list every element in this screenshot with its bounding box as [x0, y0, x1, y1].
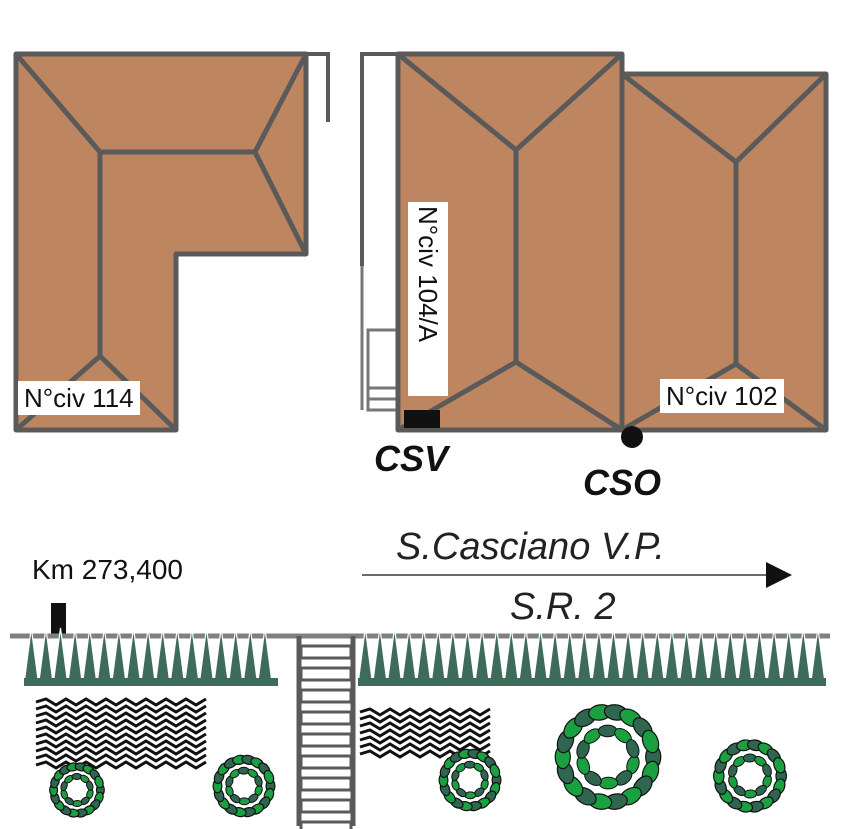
- shrub: [438, 748, 502, 812]
- building-102-roof: [619, 71, 829, 433]
- csv-label: CSV: [374, 438, 449, 479]
- hatched-right-stroke: [359, 728, 491, 738]
- hatched-right-stroke: [359, 735, 491, 745]
- hatched-left-stroke: [35, 760, 207, 770]
- shrubs: [49, 704, 788, 818]
- building-114-roof: [13, 51, 309, 433]
- side-steps: [360, 266, 400, 412]
- hatched-vegetation-left: [35, 697, 207, 770]
- shrub: [49, 762, 105, 818]
- hatched-left-stroke: [35, 711, 207, 721]
- hatched-left-stroke: [35, 746, 207, 756]
- label-civ-102: N°civ 102: [660, 379, 784, 413]
- hatched-left-stroke: [35, 697, 207, 707]
- destination-label: S.Casciano V.P.: [396, 526, 665, 568]
- csv-marker: [404, 410, 440, 428]
- hatched-right-stroke: [359, 714, 491, 724]
- shrub: [554, 704, 662, 810]
- hedge-left: [23, 627, 278, 686]
- driveway-rung: [299, 688, 353, 704]
- hatched-left-stroke: [35, 725, 207, 735]
- gutter-pipe: [306, 52, 330, 122]
- hatched-left-stroke: [35, 718, 207, 728]
- driveway-rung: [299, 798, 353, 814]
- shrub: [212, 754, 276, 818]
- direction-arrow-head: [766, 562, 792, 588]
- label-civ-104a: N°civ 104/A: [408, 202, 448, 396]
- driveway-rungs: [299, 644, 353, 829]
- driveway-rung: [299, 644, 353, 660]
- driveway-rung: [299, 820, 353, 829]
- km-label: Km 273,400: [32, 554, 183, 585]
- driveway-rung: [299, 754, 353, 770]
- hatched-right-stroke: [359, 707, 491, 717]
- hatched-right-stroke: [359, 721, 491, 731]
- shrub: [712, 739, 788, 813]
- km-post: [51, 603, 66, 636]
- label-civ-114: N°civ 114: [18, 381, 140, 415]
- driveway-rung: [299, 710, 353, 726]
- hatched-left-stroke: [35, 739, 207, 749]
- hedge-right-base: [358, 678, 826, 686]
- driveway-rung: [299, 666, 353, 682]
- driveway-rung: [299, 776, 353, 792]
- hedge-right: [357, 627, 826, 686]
- driveway-rung: [299, 732, 353, 748]
- cso-label: CSO: [583, 462, 662, 503]
- hedge-left-base: [24, 678, 278, 686]
- hatched-left-stroke: [35, 732, 207, 742]
- hatched-left-stroke: [35, 704, 207, 714]
- hatched-left-stroke: [35, 753, 207, 763]
- cso-marker: [621, 426, 643, 448]
- driveway-ladder: [296, 636, 356, 826]
- road-name-label: S.R. 2: [510, 586, 616, 628]
- side-wall: [360, 52, 398, 266]
- hatched-right-stroke: [359, 742, 491, 752]
